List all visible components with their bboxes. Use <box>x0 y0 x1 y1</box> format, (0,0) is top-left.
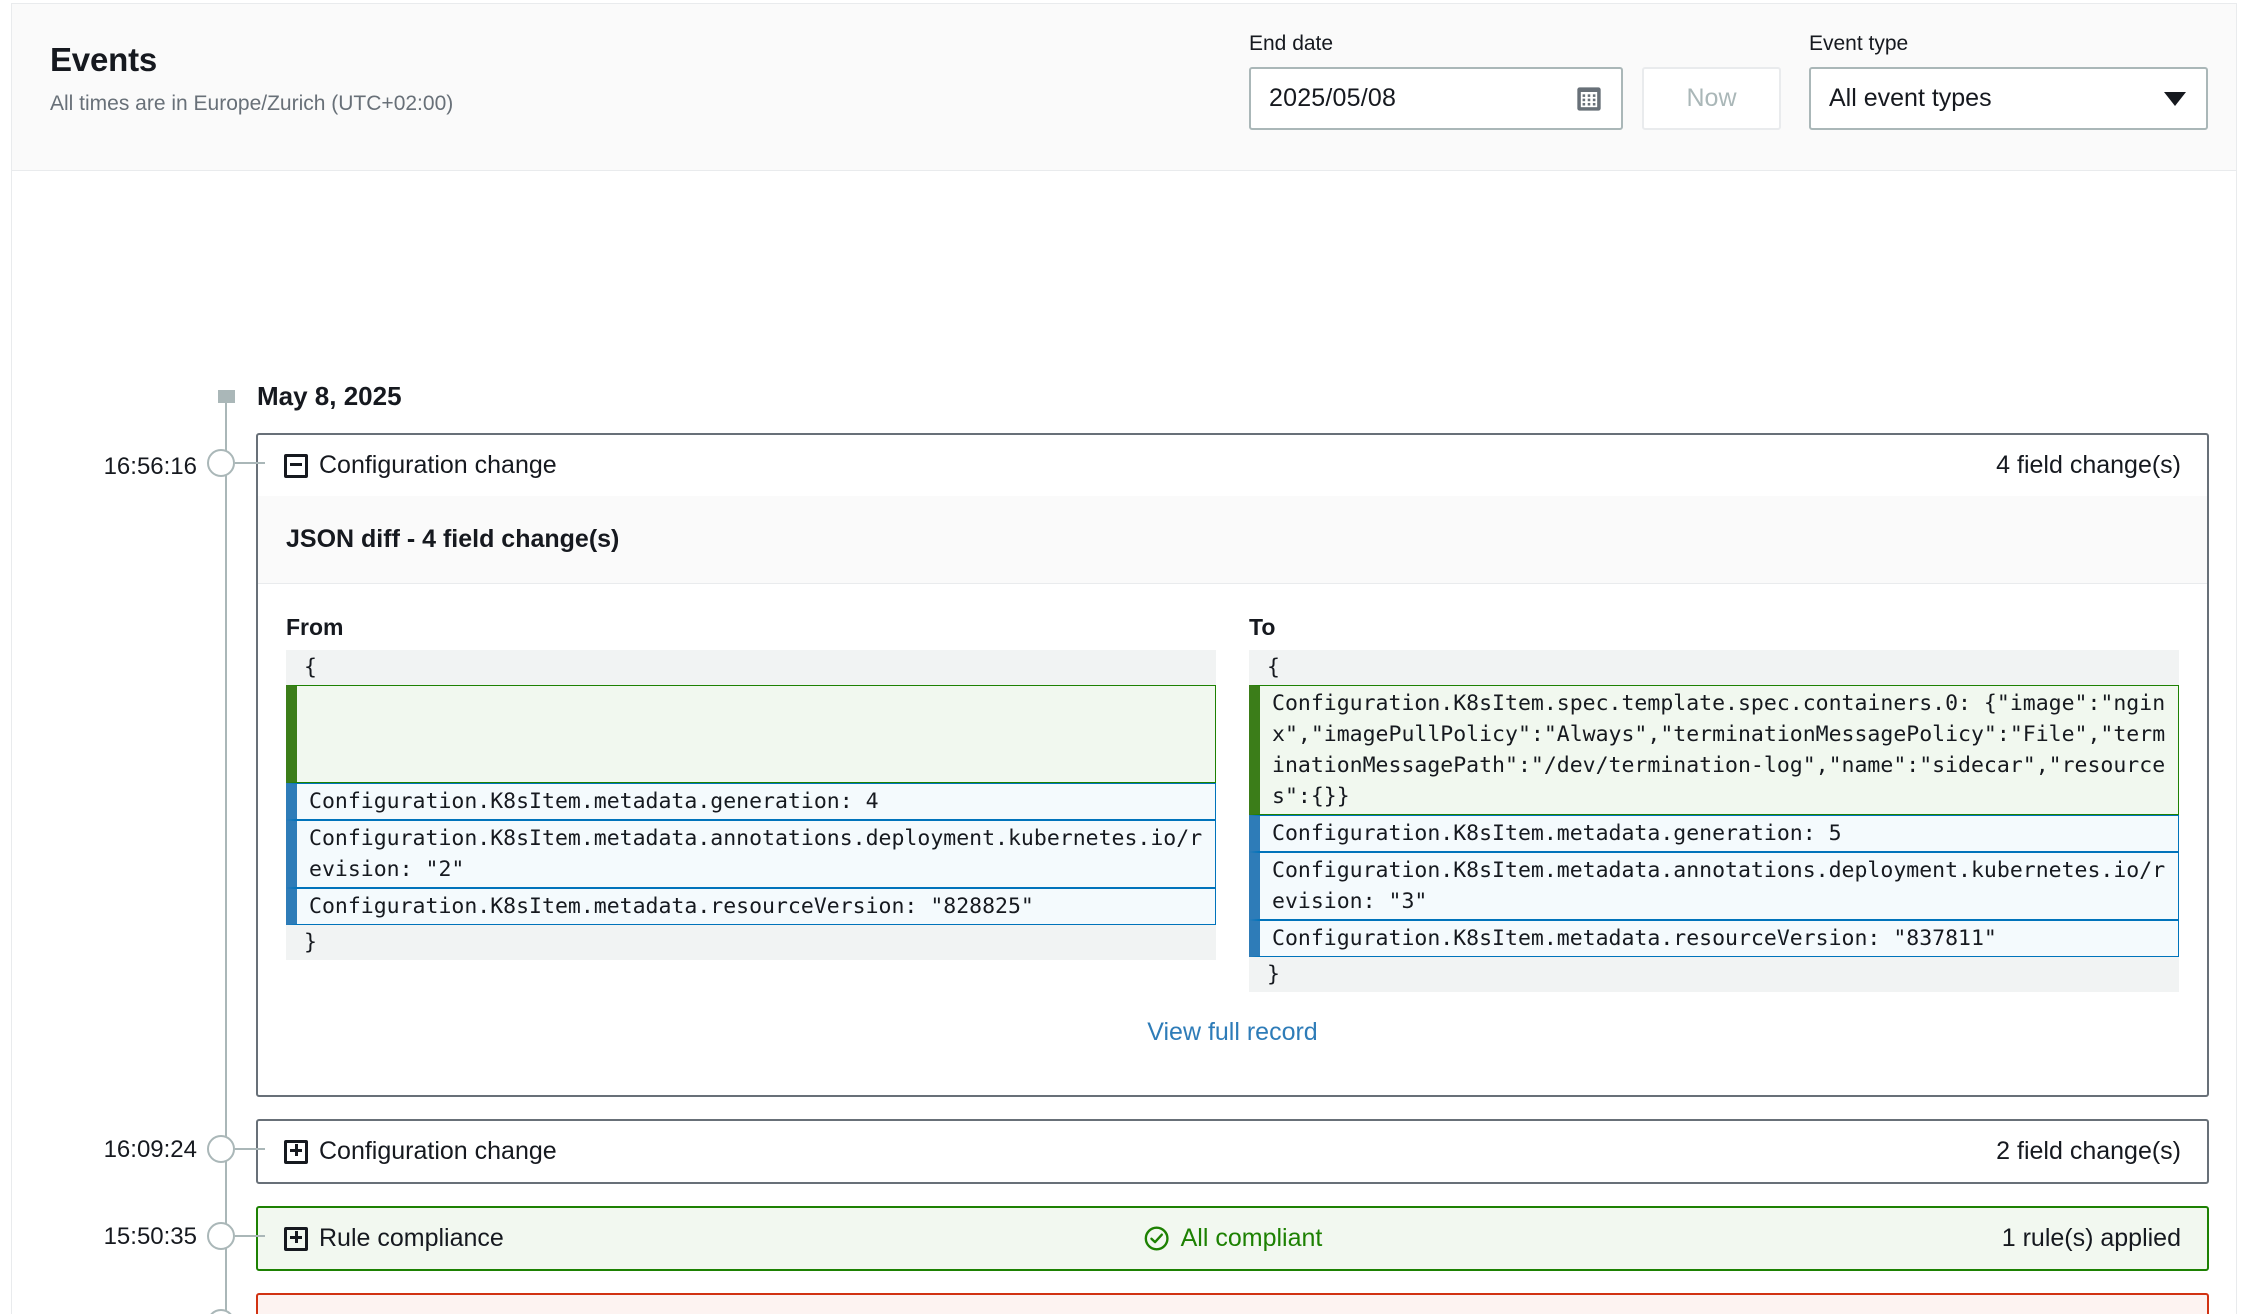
event-row: 15:48:10 Rule compliance <box>12 1293 2236 1314</box>
page-title: Events <box>50 42 453 78</box>
diff-line-changed: Configuration.K8sItem.metadata.annotatio… <box>1249 852 2179 920</box>
event-count: 4 field change(s) <box>1996 451 2181 480</box>
event-type-text: Configuration change <box>319 451 557 480</box>
event-card-header[interactable]: Configuration change 2 field change(s) <box>258 1121 2207 1182</box>
status-text: All compliant <box>1181 1224 1323 1253</box>
event-count: 1 rule(s) applied <box>2002 1224 2181 1253</box>
diff-line-changed: Configuration.K8sItem.metadata.annotatio… <box>286 820 1216 888</box>
event-type-label: Event type <box>1809 31 2208 56</box>
chevron-down-icon[interactable] <box>2164 92 2186 106</box>
status-badge: All compliant <box>1143 1224 1323 1253</box>
event-count: 2 field change(s) <box>1996 1137 2181 1166</box>
json-diff-section: JSON diff - 4 field change(s) From { Con… <box>258 496 2207 1095</box>
event-row: 16:56:16 Configuration change 4 field ch… <box>12 433 2236 1097</box>
timeline-date-heading: May 8, 2025 <box>257 381 402 412</box>
end-date-value: 2025/05/08 <box>1269 84 1396 113</box>
event-type-control: Event type All event types <box>1809 31 2208 130</box>
event-row: 16:09:24 Configuration change 2 field ch… <box>12 1119 2236 1184</box>
diff-line-context: } <box>286 925 1216 960</box>
diff-line-context: } <box>1249 957 2179 992</box>
diff-line-added <box>286 685 1216 783</box>
diff-to-label: To <box>1249 614 2179 641</box>
diff-line-added: Configuration.K8sItem.spec.template.spec… <box>1249 685 2179 815</box>
diff-line-context: { <box>286 650 1216 685</box>
json-diff-heading: JSON diff - 4 field change(s) <box>258 496 2207 584</box>
event-card[interactable]: Configuration change 4 field change(s) J… <box>256 433 2209 1097</box>
event-card-header[interactable]: Rule compliance 1 Noncompliant rule(s) 1… <box>258 1295 2207 1314</box>
view-full-record-link[interactable]: View full record <box>286 992 2179 1077</box>
panel-header: Events All times are in Europe/Zurich (U… <box>12 4 2236 171</box>
event-type-select[interactable]: All event types <box>1809 67 2208 130</box>
collapse-icon[interactable] <box>284 454 308 478</box>
calendar-icon[interactable] <box>1575 85 1603 113</box>
event-card[interactable]: Configuration change 2 field change(s) <box>256 1119 2209 1184</box>
diff-line-changed: Configuration.K8sItem.metadata.resourceV… <box>1249 920 2179 957</box>
event-card-header[interactable]: Configuration change 4 field change(s) <box>258 435 2207 496</box>
events-timeline: May 8, 2025 16:56:16 Configuration c <box>12 171 2236 1314</box>
event-card-header[interactable]: Rule compliance All compliant 1 rule(s) … <box>258 1208 2207 1269</box>
now-button[interactable]: Now <box>1642 67 1781 130</box>
diff-from-label: From <box>286 614 1216 641</box>
json-diff-body: From { Configuration.K8sItem.metadata.ge… <box>258 584 2207 1095</box>
diff-from-column: From { Configuration.K8sItem.metadata.ge… <box>286 614 1216 992</box>
check-circle-icon <box>1143 1225 1170 1252</box>
end-date-label: End date <box>1249 31 1781 56</box>
event-time: 16:09:24 <box>12 1119 225 1162</box>
diff-to-column: To { Configuration.K8sItem.spec.template… <box>1249 614 2179 992</box>
event-type-text: Rule compliance <box>319 1224 504 1253</box>
end-date-input[interactable]: 2025/05/08 <box>1249 67 1623 130</box>
diff-line-context: { <box>1249 650 2179 685</box>
event-time: 16:56:16 <box>12 433 225 479</box>
diff-line-changed: Configuration.K8sItem.metadata.generatio… <box>1249 815 2179 852</box>
timezone-note: All times are in Europe/Zurich (UTC+02:0… <box>50 91 453 116</box>
event-type-text: Configuration change <box>319 1137 557 1166</box>
event-time: 15:50:35 <box>12 1206 225 1249</box>
event-title: Rule compliance <box>284 1224 504 1253</box>
end-date-control: End date 2025/05/08 <box>1249 31 1781 130</box>
event-card[interactable]: Rule compliance All compliant 1 rule(s) … <box>256 1206 2209 1271</box>
diff-line-changed: Configuration.K8sItem.metadata.generatio… <box>286 783 1216 820</box>
header-titles: Events All times are in Europe/Zurich (U… <box>50 42 453 116</box>
expand-icon[interactable] <box>284 1140 308 1164</box>
event-title: Configuration change <box>284 451 557 480</box>
event-row: 15:50:35 Rule compliance <box>12 1206 2236 1271</box>
event-type-value: All event types <box>1829 84 1992 113</box>
event-card[interactable]: Rule compliance 1 Noncompliant rule(s) 1… <box>256 1293 2209 1314</box>
event-title: Configuration change <box>284 1137 557 1166</box>
diff-line-changed: Configuration.K8sItem.metadata.resourceV… <box>286 888 1216 925</box>
event-time: 15:48:10 <box>12 1293 225 1314</box>
events-panel: Events All times are in Europe/Zurich (U… <box>11 3 2237 1314</box>
timeline-date-marker <box>225 390 242 403</box>
expand-icon[interactable] <box>284 1227 308 1251</box>
